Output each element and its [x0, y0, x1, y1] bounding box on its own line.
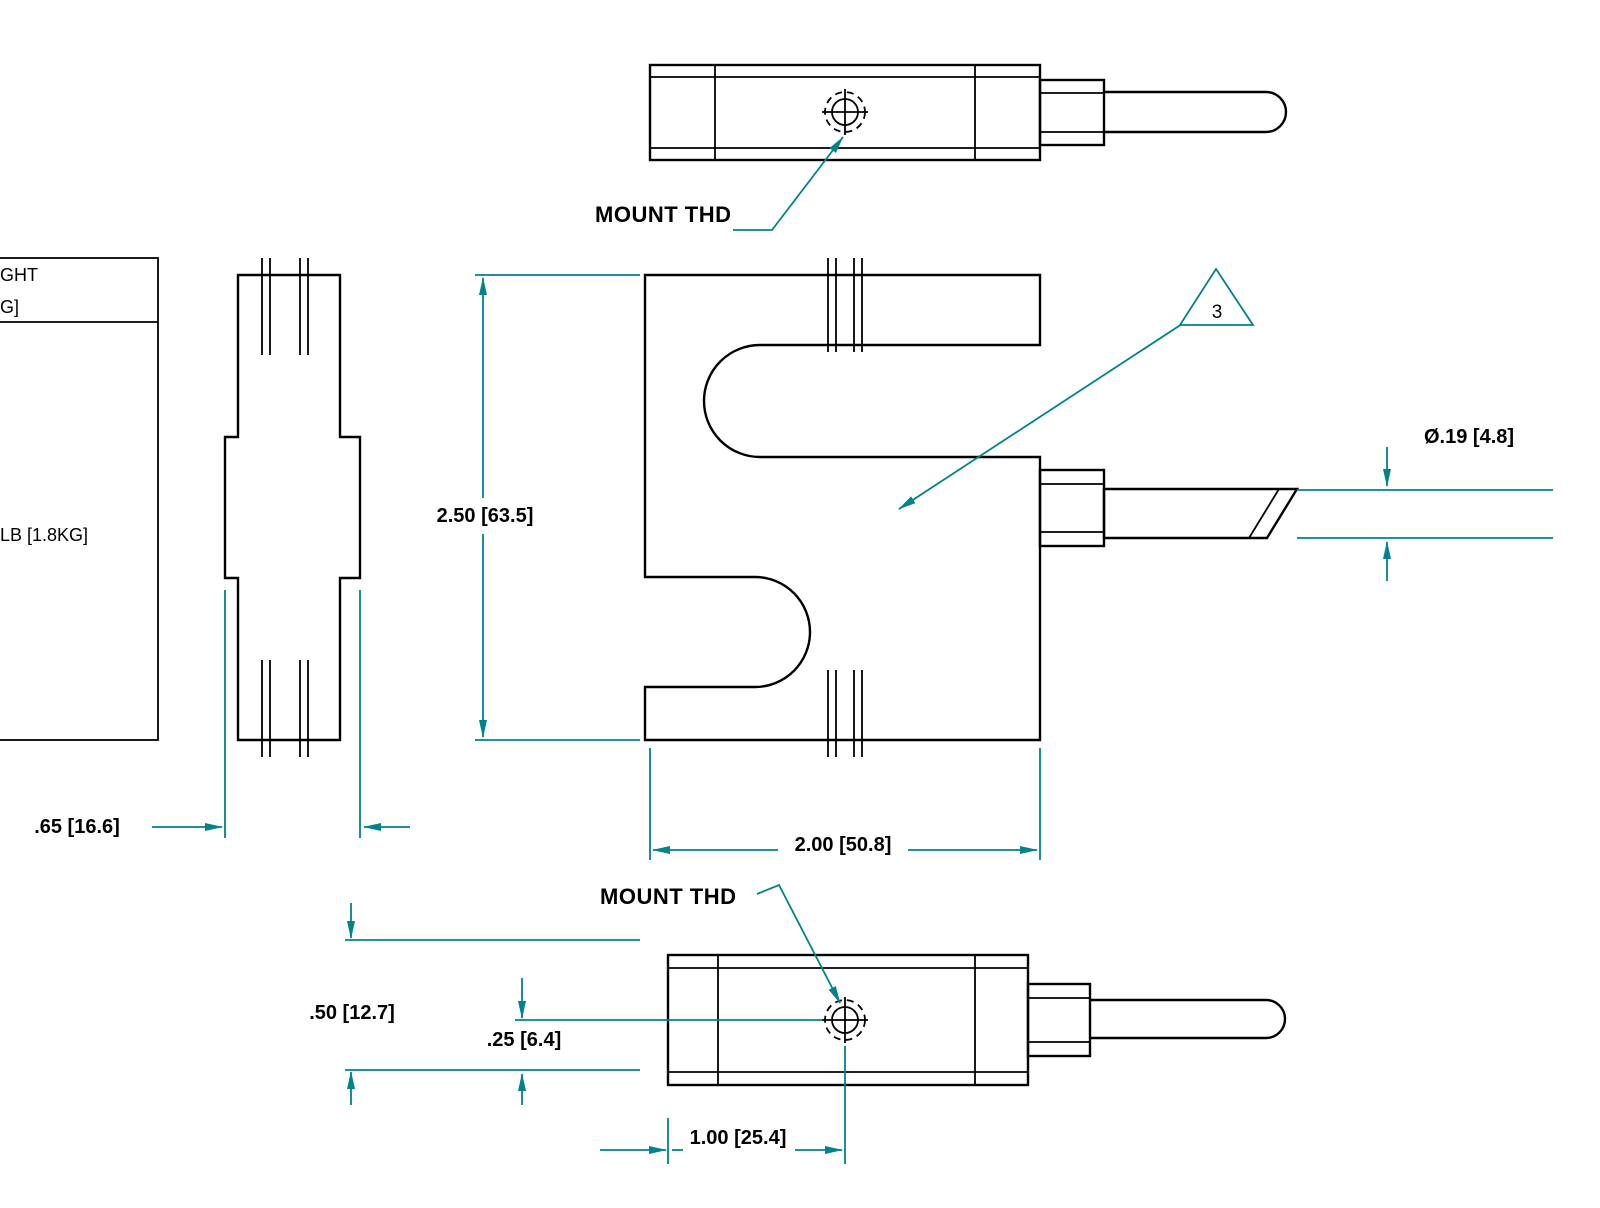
- dimension-overall-height: 2.50 [63.5]: [437, 274, 640, 741]
- flag-note: 3: [898, 267, 1255, 510]
- spec-table-fragment: GHT G] LB [1.8KG]: [0, 257, 159, 741]
- mount-thd-label-top: MOUNT THD: [595, 202, 731, 227]
- dimension-text-mount-offset-half: .50 [12.7]: [309, 1002, 395, 1024]
- dimension-text-side-thickness: .65 [16.6]: [34, 816, 120, 838]
- table-cell-weight-header: GHT: [0, 265, 38, 285]
- front-view: [643, 258, 1300, 757]
- cable: [1090, 998, 1287, 1040]
- dimension-text-hole-center-offset: 1.00 [25.4]: [690, 1127, 787, 1149]
- dimension-side-thickness: .65 [16.6]: [34, 590, 410, 838]
- dimension-overall-width: 2.00 [50.8]: [649, 748, 1041, 860]
- side-view: [223, 258, 362, 757]
- cable: [1104, 90, 1288, 134]
- dimension-text-overall-height: 2.50 [63.5]: [437, 505, 534, 527]
- flag-leader: [898, 323, 1183, 510]
- dimension-text-overall-width: 2.00 [50.8]: [795, 834, 892, 856]
- table-border: [0, 257, 159, 741]
- mount-thd-leader-top: [733, 136, 844, 231]
- flag-note-number: 3: [1212, 302, 1223, 323]
- mount-thd-callout-top: MOUNT THD: [595, 136, 844, 231]
- cable-cut-line: [1248, 488, 1280, 539]
- s-beam-body: [643, 273, 1042, 742]
- table-cell-unit-header: G]: [0, 297, 19, 317]
- cable-gland-hex: [1026, 982, 1092, 1058]
- mount-thd-leader-bottom: [756, 883, 841, 1004]
- dimension-hole-center-offset: 1.00 [25.4]: [600, 1046, 846, 1164]
- cable-cut-end: [1102, 487, 1300, 540]
- dimension-cable-diameter: Ø.19 [4.8]: [1297, 426, 1553, 581]
- side-view-body: [223, 273, 362, 742]
- top-view: [648, 63, 1288, 162]
- flag-triangle: [1178, 267, 1255, 326]
- cable-gland-hex: [1038, 78, 1106, 147]
- dimension-text-mount-offset-quarter: .25 [6.4]: [487, 1029, 561, 1051]
- mount-thd-label-bottom: MOUNT THD: [600, 884, 736, 909]
- dimension-text-cable-diameter: Ø.19 [4.8]: [1424, 426, 1514, 448]
- cable-gland-hex: [1038, 468, 1106, 548]
- table-cell-weight-value: LB [1.8KG]: [0, 525, 88, 545]
- dimension-mount-offsets: .50 [12.7] .25 [6.4]: [309, 903, 822, 1105]
- mount-thd-callout-bottom: MOUNT THD: [600, 883, 841, 1004]
